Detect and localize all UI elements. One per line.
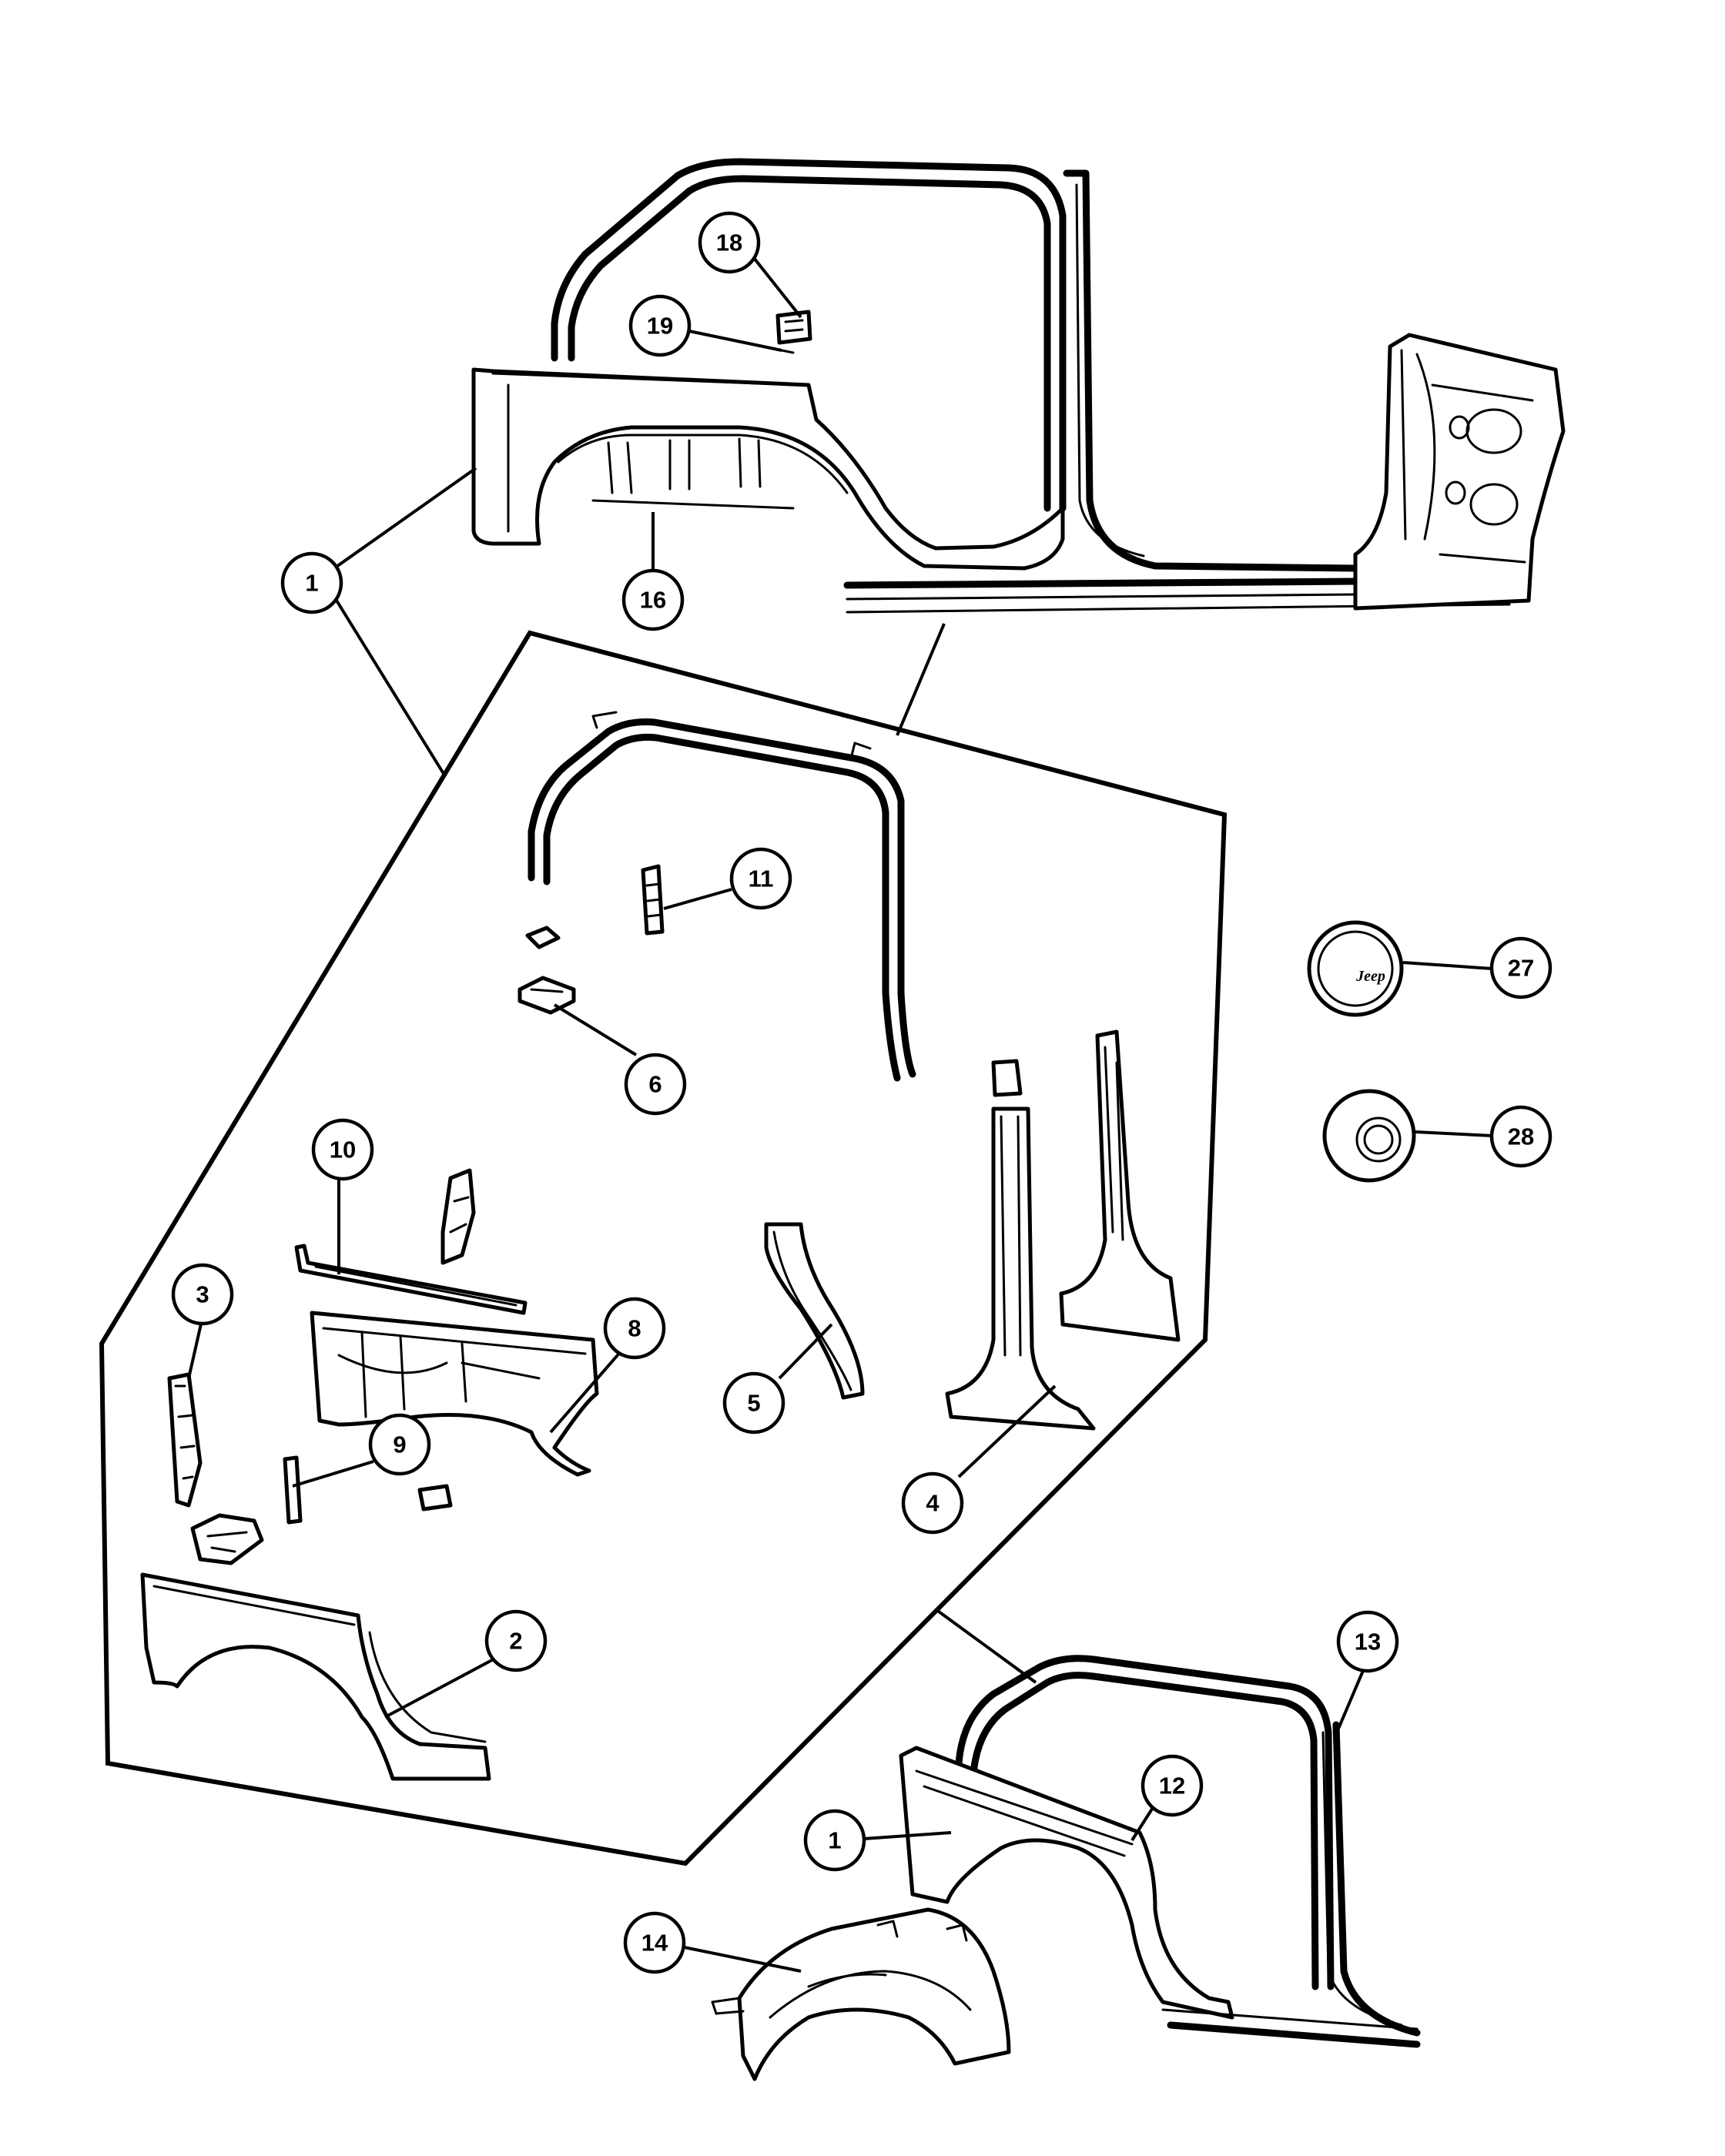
callout-28: 28 [1489, 1105, 1552, 1168]
callout-label: 3 [196, 1281, 209, 1308]
callout-8: 8 [603, 1297, 666, 1360]
fuel-door-part-27: Jeep [1307, 920, 1404, 1017]
callout-9: 9 [368, 1413, 431, 1476]
callout-label: 16 [640, 587, 666, 614]
callout-label: 12 [1159, 1773, 1185, 1799]
callout-14: 14 [623, 1911, 686, 1974]
jeep-logo: Jeep [1355, 968, 1385, 985]
callout-13: 13 [1336, 1610, 1399, 1673]
callout-4: 4 [901, 1471, 964, 1535]
body-side-assembly-bottom [899, 1655, 1421, 2048]
callout-label: 13 [1355, 1629, 1381, 1656]
callout-10: 10 [311, 1118, 374, 1181]
callout-label: 6 [648, 1071, 662, 1098]
callout-label: 5 [747, 1390, 760, 1417]
body-side-assembly-top [471, 158, 1566, 614]
callout-16: 16 [621, 568, 685, 631]
callout-label: 10 [330, 1137, 356, 1163]
leader-lines [187, 253, 1493, 1973]
roof-rail-part-11 [528, 711, 916, 1082]
exploded-view-frame [99, 630, 1228, 1866]
callout-label: 1 [828, 1827, 841, 1854]
bracket-rear-part-3 [190, 1513, 264, 1565]
callout-2: 2 [484, 1609, 548, 1672]
callout-label: 2 [509, 1628, 522, 1655]
bracket-part-18 [775, 310, 812, 345]
callout-1-top: 1 [280, 551, 343, 614]
center-pillar-lower-part-5 [764, 1222, 865, 1400]
quarter-panel-outer-part-2 [140, 1572, 491, 1781]
callout-27: 27 [1489, 936, 1552, 999]
callout-1-bottom: 1 [803, 1809, 866, 1872]
bolt-part-19 [780, 349, 795, 354]
belt-rail-part-10 [294, 1244, 528, 1315]
wheelhouse-liner-part-14 [711, 1907, 1011, 2081]
callout-label: 14 [641, 1930, 668, 1957]
callout-label: 4 [926, 1490, 940, 1517]
bracket-part-9 [283, 1455, 453, 1525]
callout-18: 18 [698, 211, 761, 274]
callout-label: 9 [393, 1431, 406, 1458]
callout-label: 19 [647, 313, 673, 340]
bracket-part-6 [518, 926, 576, 1015]
b-pillar-part-4 [945, 1059, 1096, 1431]
callout-12: 12 [1141, 1754, 1204, 1817]
callout-6: 6 [624, 1053, 687, 1116]
callout-label: 8 [628, 1315, 641, 1342]
wheelhouse-inner-part-8 [310, 1311, 599, 1477]
callout-label: 27 [1508, 955, 1534, 982]
callout-3: 3 [171, 1263, 234, 1326]
callout-label: 1 [305, 570, 318, 597]
callout-19: 19 [628, 294, 692, 357]
bracket-upper-part-10 [440, 1168, 476, 1265]
callout-label: 11 [749, 865, 774, 892]
a-pillar-inner-part [1059, 1029, 1181, 1342]
bracket-part-11 [641, 864, 665, 936]
callout-label: 18 [716, 229, 742, 256]
callout-11: 11 [729, 847, 792, 910]
fuel-filler-part-28 [1322, 1089, 1416, 1183]
rear-pillar-part-3 [167, 1372, 203, 1508]
callout-5: 5 [722, 1371, 785, 1435]
callout-label: 28 [1508, 1123, 1534, 1150]
